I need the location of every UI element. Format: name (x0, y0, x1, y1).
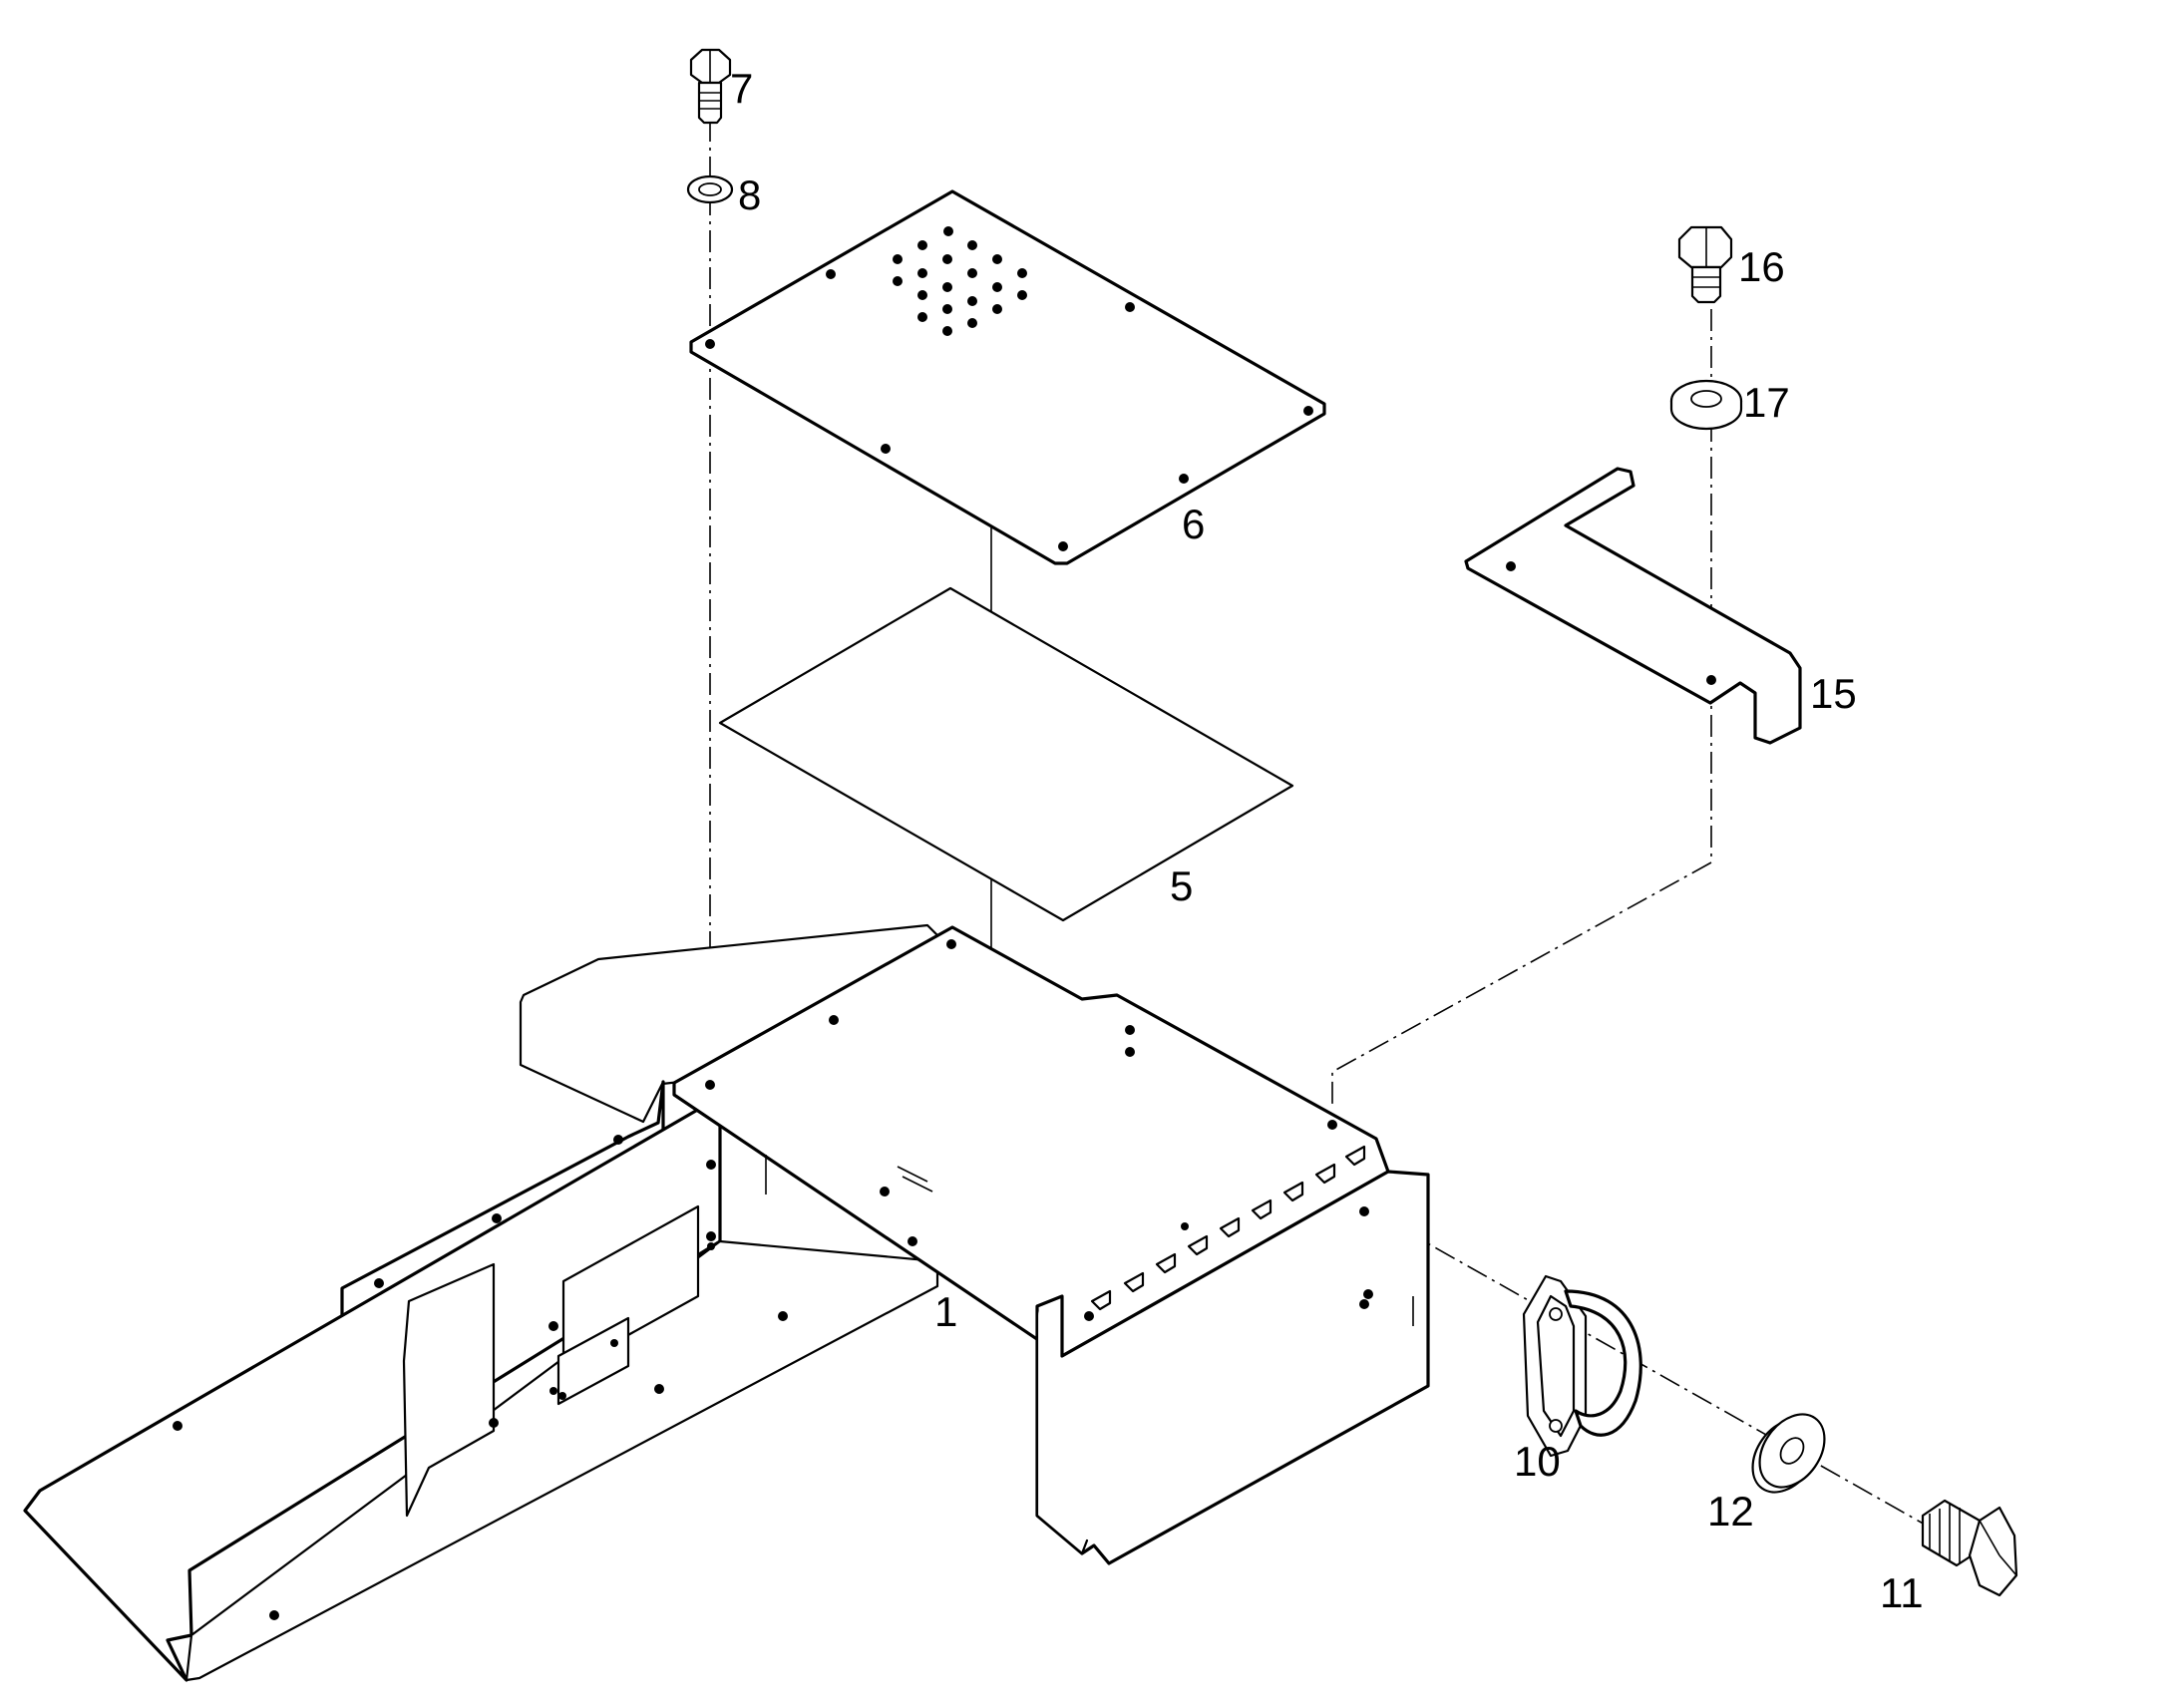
bolt-16-head (1677, 225, 1733, 269)
cover-plate (689, 189, 1326, 565)
callout-17: 17 (1743, 379, 1790, 426)
bracket-hole-right (1706, 675, 1716, 685)
callout-11: 11 (1880, 1569, 1924, 1616)
frame-window-small (556, 1316, 630, 1406)
frame-window-large (561, 1204, 700, 1373)
cover-vent-holes (893, 226, 1027, 336)
axis-bolt-16 (1331, 309, 1712, 1107)
part-15-bracket (1464, 467, 1802, 745)
part-8-washer (686, 174, 734, 204)
part-10-handle (1522, 1274, 1642, 1458)
part-11-bolt (1921, 1499, 2018, 1597)
callout-6: 6 (1182, 501, 1205, 547)
part-17-washer (1669, 379, 1743, 431)
axis-handle (1370, 1210, 1981, 1556)
part-1-frame-housing (23, 923, 1430, 1682)
callout-10: 10 (1514, 1438, 1561, 1485)
part-7-bolt (689, 48, 732, 125)
bolt-7-shank (697, 81, 723, 125)
callout-1: 1 (934, 1288, 957, 1335)
frame-front-face (1035, 1170, 1430, 1565)
frame-top-box (672, 925, 1390, 1358)
cover-edge (690, 351, 1056, 564)
callout-15: 15 (1810, 670, 1857, 717)
handle-hole-bottom (1549, 1419, 1563, 1433)
callout-16: 16 (1738, 243, 1785, 290)
callout-7: 7 (730, 65, 753, 112)
part-5-gasket (718, 586, 1294, 922)
bolt-11-head (1968, 1506, 2018, 1597)
part-16-bolt (1677, 225, 1733, 304)
washer-17-inner (1690, 390, 1722, 408)
frame-slot-mark-top (897, 1166, 928, 1183)
washer-8-inner (698, 182, 722, 196)
frame-connector-slots (1090, 1145, 1366, 1311)
washer-12-inner (1779, 1437, 1805, 1465)
handle-bail (1564, 1289, 1642, 1437)
callout-8: 8 (738, 171, 761, 218)
bolt-16-shank (1690, 265, 1722, 304)
part-6-top-cover (689, 189, 1326, 565)
frame-slot-mark-top-2 (902, 1176, 933, 1193)
bracket-hole-left (1506, 561, 1516, 571)
part-12-washer (1751, 1413, 1826, 1494)
handle-hole-top (1549, 1307, 1563, 1321)
callout-12: 12 (1707, 1488, 1754, 1535)
frame-side-panel (23, 1095, 722, 1682)
bracket-plate (1464, 467, 1802, 745)
callout-5: 5 (1170, 862, 1193, 909)
gasket-outline (718, 586, 1294, 922)
assembly-axes (709, 120, 1981, 1556)
frame-slot-panel (402, 1262, 496, 1518)
frame-front-face-edge (1035, 1304, 1089, 1555)
frame-holes (173, 939, 1373, 1620)
handle-base-inner (1536, 1294, 1576, 1438)
cover-mount-holes (705, 269, 1313, 551)
callout-labels: 1 5 6 7 8 10 11 12 15 16 17 (730, 65, 1924, 1616)
